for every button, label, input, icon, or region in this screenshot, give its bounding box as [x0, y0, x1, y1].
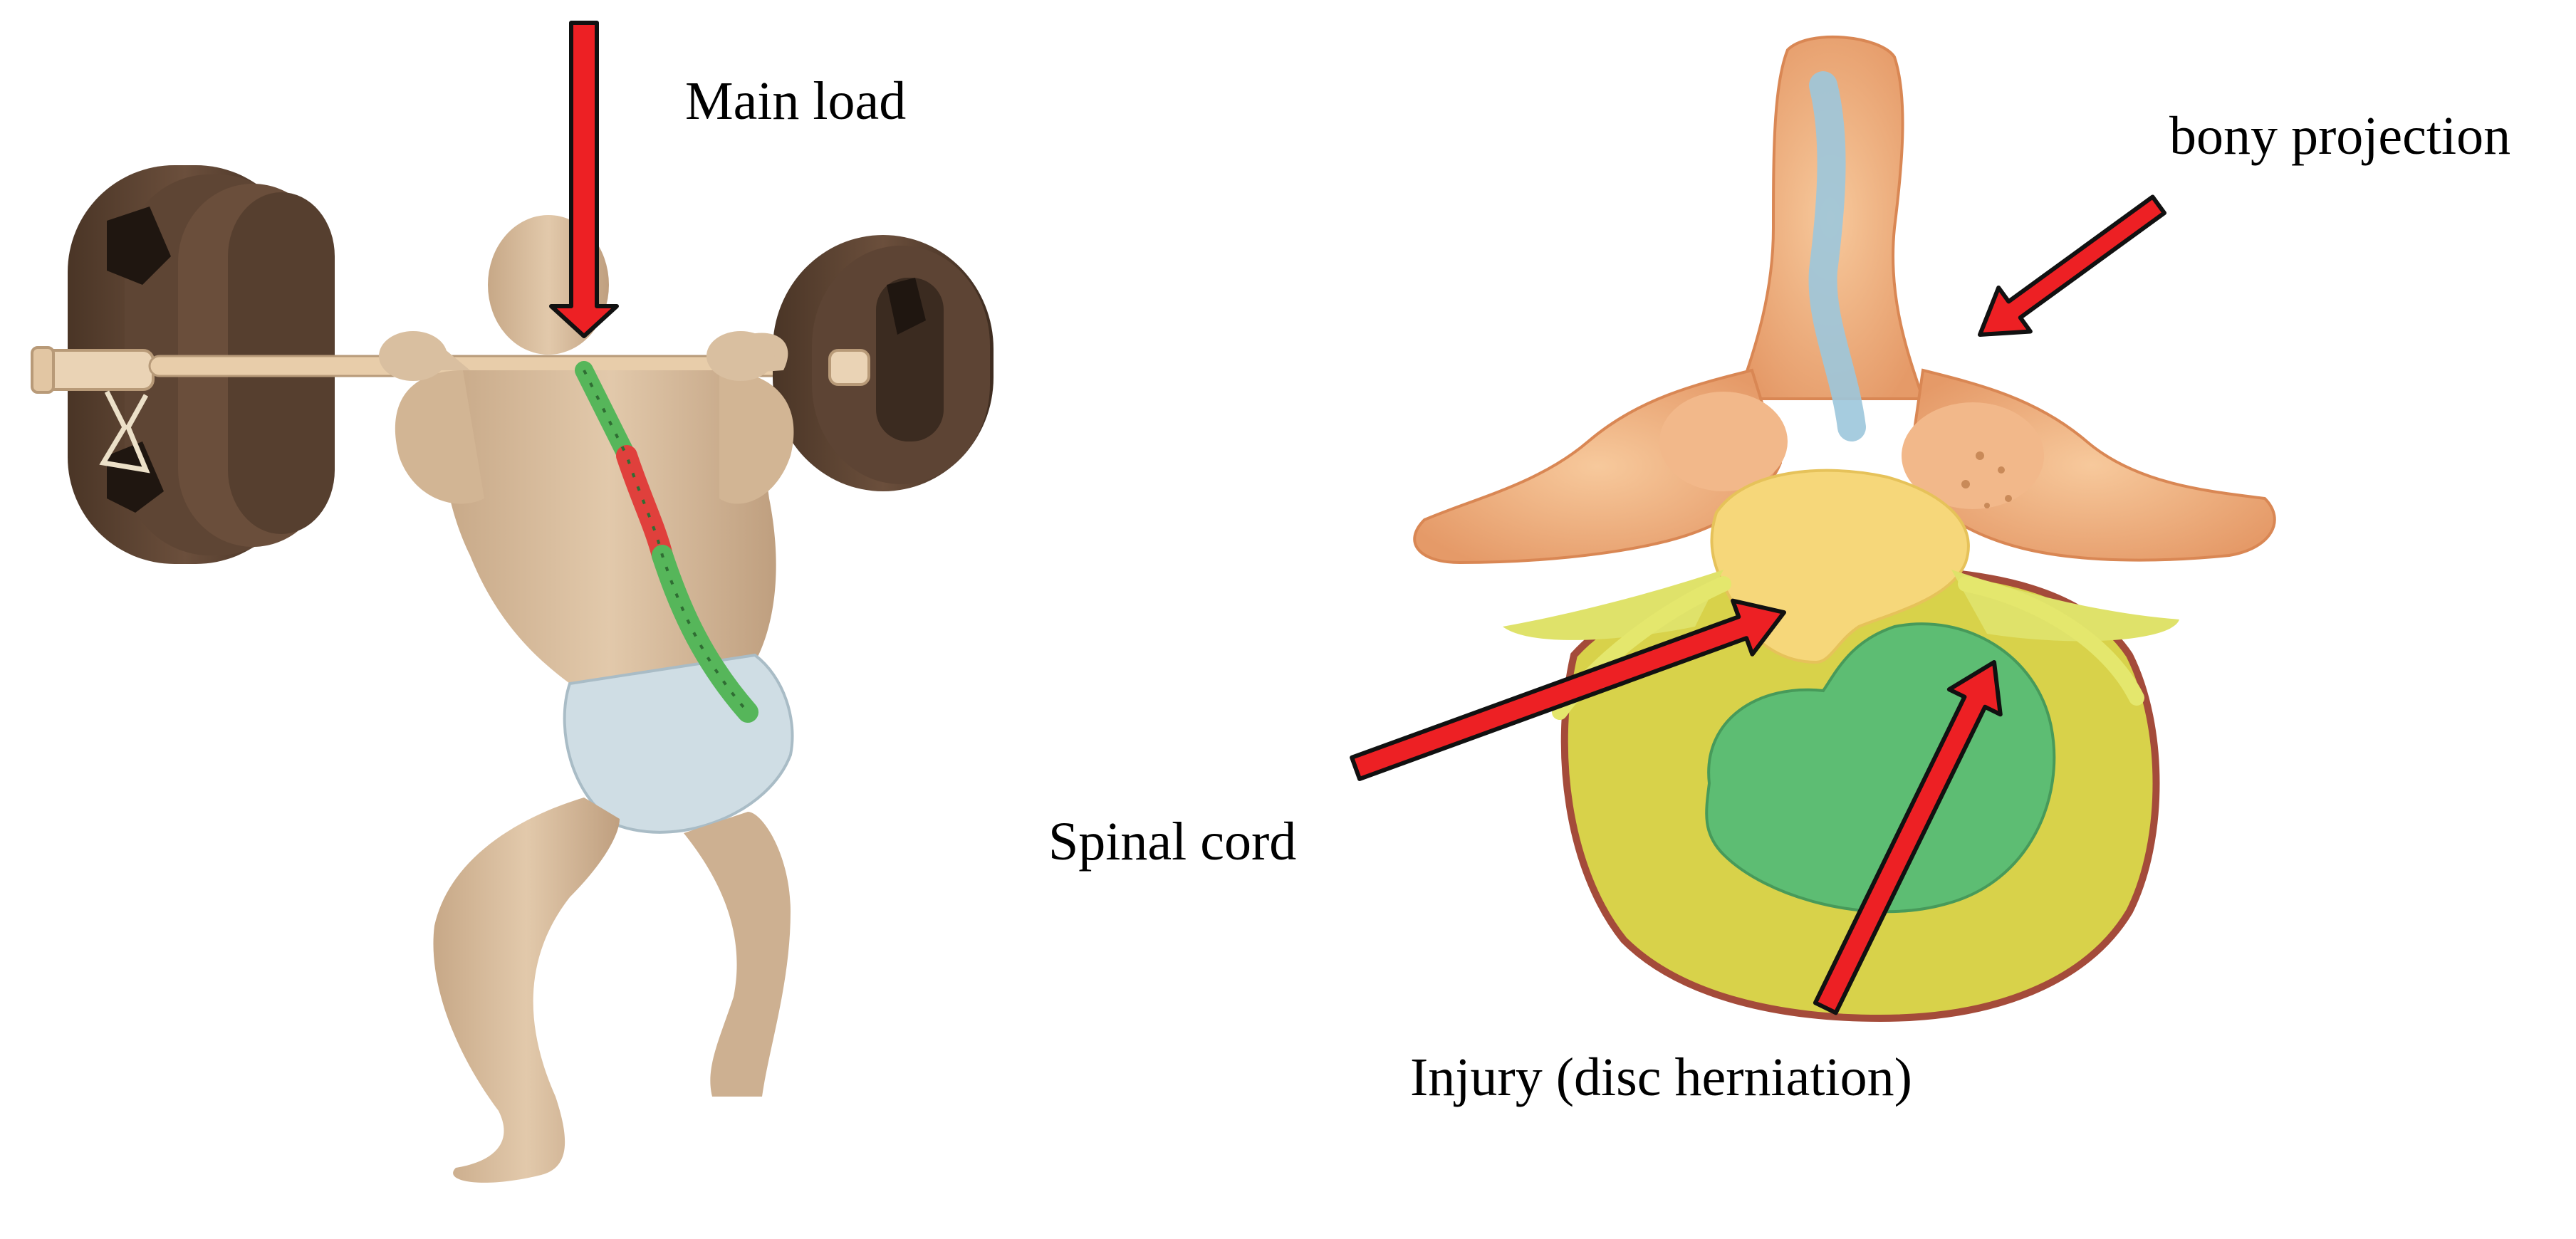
spinal-cord-arrow — [1350, 598, 1786, 781]
spinal-cord-label: Spinal cord — [1048, 812, 1297, 872]
injury-label: Injury (disc herniation) — [1410, 1047, 1912, 1107]
bony-projection-label: bony projection — [2169, 106, 2511, 166]
main-load-label: Main load — [685, 71, 907, 131]
right-weight-plates — [773, 235, 994, 491]
main-load-arrow — [549, 21, 619, 338]
bony-projection-arrow — [1978, 194, 2167, 337]
injury-arrow — [1813, 660, 2003, 1015]
athlete-body — [379, 215, 794, 1183]
barbell-left-sleeve — [31, 346, 155, 474]
squat-figure-illustration — [31, 165, 994, 1183]
spine-overlay — [575, 361, 758, 723]
vertebra-cross-section — [1413, 35, 2276, 1023]
